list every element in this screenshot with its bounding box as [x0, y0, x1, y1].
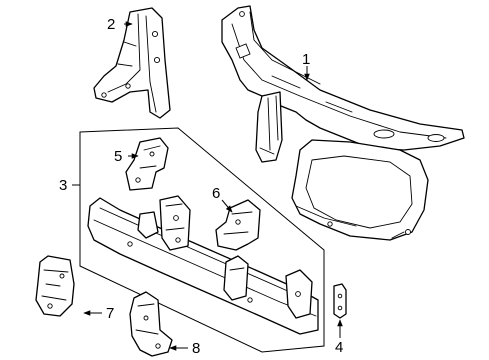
callouts: 1 2 3 4 5 6 7 8 [59, 16, 343, 357]
part-4-plate [333, 283, 347, 319]
leader-lines [72, 21, 343, 351]
part-6-bracket [215, 199, 261, 251]
callout-3: 3 [59, 177, 67, 194]
callout-5: 5 [114, 148, 122, 165]
part-2-side-bracket [93, 7, 171, 119]
part-7-bracket [35, 255, 75, 317]
part-3-frame [79, 127, 325, 353]
callout-8: 8 [192, 340, 200, 357]
part-1-radiator-support [221, 5, 465, 241]
part-8-bracket [129, 291, 173, 357]
callout-7: 7 [106, 305, 114, 322]
leader-6 [221, 199, 233, 213]
callout-4: 4 [335, 339, 343, 356]
part-5-bracket [125, 137, 169, 191]
callout-1: 1 [302, 51, 310, 68]
lower-tie-bar [87, 195, 319, 335]
callout-2: 2 [107, 16, 115, 33]
callout-6: 6 [212, 185, 220, 202]
